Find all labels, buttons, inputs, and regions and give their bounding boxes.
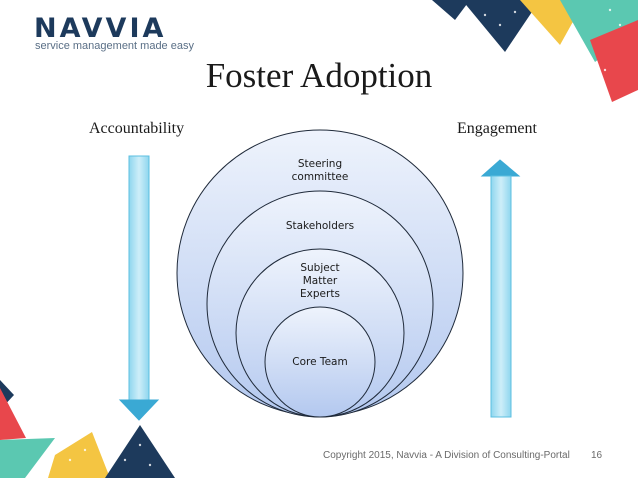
page-title: Foster Adoption <box>205 56 433 95</box>
triangle-shape <box>105 425 175 478</box>
copyright-footer: Copyright 2015, Navvia - A Division of C… <box>323 450 570 461</box>
circle-label-stakeholders: Stakeholders <box>285 220 355 232</box>
triangle-shape <box>560 0 638 62</box>
brand-tagline: service management made easy <box>35 40 194 52</box>
brand-logo: NAVVIA <box>34 13 167 44</box>
engagement-label: Engagement <box>457 120 537 137</box>
triangle-shape <box>590 20 638 102</box>
triangle-shape <box>432 0 470 20</box>
circle-label-sme: Subject Matter Experts <box>300 262 340 300</box>
page-number: 16 <box>591 450 603 461</box>
circle-core-team <box>264 306 376 418</box>
circle-label-steering: Steering committee <box>291 158 349 183</box>
triangle-shape <box>0 388 26 440</box>
up-arrow <box>480 159 521 418</box>
triangle-shape <box>462 0 540 52</box>
circle-label-core-team: Core Team <box>292 356 348 368</box>
triangle-shape <box>48 432 110 478</box>
triangle-shape <box>0 438 55 478</box>
down-arrow <box>118 155 160 421</box>
accountability-label: Accountability <box>89 120 185 137</box>
